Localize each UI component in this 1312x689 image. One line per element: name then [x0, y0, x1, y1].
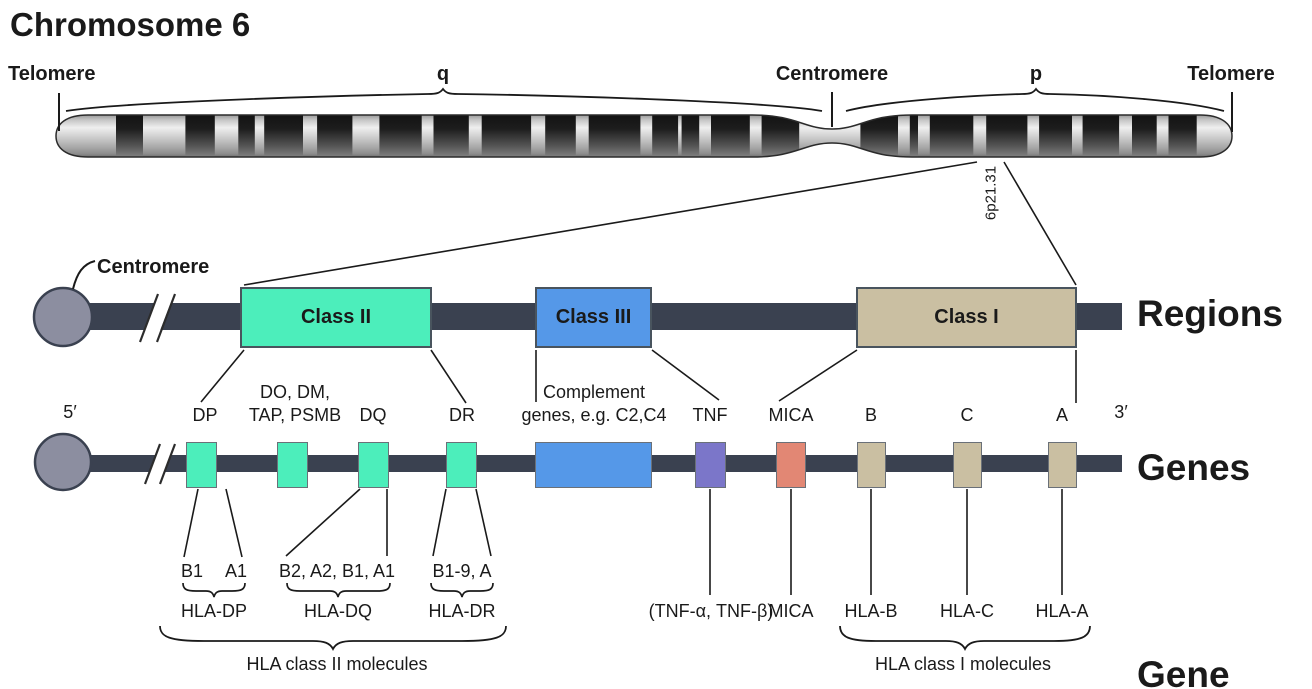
product-dq-list: B2, A2, B1, A1 [278, 561, 396, 581]
gene-label-c: C [960, 405, 974, 425]
gene-label-b: B [864, 405, 878, 425]
regions-row-label: Regions [1137, 293, 1283, 334]
gene-box-dr [446, 442, 477, 488]
class-1-region-box: Class I [856, 287, 1077, 348]
product-group-hla-dp: HLA-DP [180, 601, 248, 621]
centromere-top-label: Centromere [775, 63, 889, 85]
q-arm-brace [65, 87, 823, 112]
gene-box-dq [358, 442, 389, 488]
q-arm-label: q [436, 63, 450, 85]
gene-products-row-label: Gene products [1137, 654, 1230, 689]
class2-group-brace [159, 625, 507, 652]
gene-box-mica [776, 442, 806, 488]
product-tnf: (TNF-α, TNF-β) [648, 601, 774, 621]
product-hla-b: HLA-B [844, 601, 898, 621]
class-3-region-label: Class III [555, 306, 632, 328]
telomere-left-label: Telomere [8, 63, 96, 85]
gene-product-connectors [183, 488, 1063, 595]
gene-box-b [857, 442, 886, 488]
genes-row-label: Genes [1137, 447, 1251, 488]
gene-box-dp [186, 442, 217, 488]
hla-dp-brace [182, 582, 246, 598]
expansion-lines [243, 161, 1077, 286]
class1-molecules-label: HLA class I molecules [874, 654, 1052, 674]
three-prime-label: 3′ [1114, 402, 1128, 422]
genes-centromere-circle [33, 432, 93, 492]
gene-label-mica: MICA [768, 405, 814, 425]
gene-label-tnf: TNF [692, 405, 728, 425]
genes-bar-break [143, 443, 177, 485]
gene-label-do-dm: DO, DM, TAP, PSMB [248, 382, 342, 425]
gene-label-dq: DQ [359, 405, 387, 425]
gene-box-do-dm-tap-psmb [277, 442, 308, 488]
class1-group-brace [839, 625, 1091, 652]
product-hla-a: HLA-A [1035, 601, 1089, 621]
product-dp-a1: A1 [224, 561, 248, 581]
class2-molecules-label: HLA class II molecules [246, 654, 428, 674]
product-dr-list: B1-9, A [432, 561, 492, 581]
product-braces [182, 582, 494, 598]
p-arm-label: p [1029, 63, 1043, 85]
chromosome-bands [116, 115, 1197, 157]
class-3-region-box: Class III [535, 287, 652, 348]
class-2-region-label: Class II [300, 306, 372, 328]
band-6p21-31-label: 6p21.31 [982, 165, 1000, 221]
gene-label-dp: DP [192, 405, 218, 425]
gene-box-a [1048, 442, 1077, 488]
gene-box-complement [535, 442, 652, 488]
gene-box-tnf [695, 442, 726, 488]
arm-braces [65, 87, 1225, 112]
gene-box-c [953, 442, 982, 488]
hla-dr-brace [430, 582, 494, 598]
product-dp-b1: B1 [180, 561, 204, 581]
gene-label-dr: DR [449, 405, 475, 425]
p-arm-brace [845, 87, 1225, 112]
product-mica: MICA [768, 601, 814, 621]
centromere-region-label: Centromere [97, 256, 210, 278]
product-group-hla-dq: HLA-DQ [303, 601, 373, 621]
page-title: Chromosome 6 [10, 6, 251, 43]
gene-label-a: A [1055, 405, 1069, 425]
region-gene-connectors [200, 349, 1077, 404]
regions-centromere-circle [32, 286, 94, 348]
chromosome-ideogram [55, 114, 1233, 158]
telomere-centromere-ticks [58, 92, 1233, 132]
class-2-region-box: Class II [240, 287, 432, 348]
class-1-region-label: Class I [934, 306, 999, 328]
centromere-pointer [72, 260, 96, 290]
product-group-hla-dr: HLA-DR [428, 601, 496, 621]
hla-dq-brace [286, 582, 391, 598]
five-prime-label: 5′ [63, 402, 77, 422]
telomere-right-label: Telomere [1187, 63, 1275, 85]
regions-bar-break [138, 293, 177, 343]
group-braces [159, 625, 1091, 652]
product-hla-c: HLA-C [939, 601, 995, 621]
gene-label-complement: Complement genes, e.g. C2,C4 [521, 382, 667, 425]
